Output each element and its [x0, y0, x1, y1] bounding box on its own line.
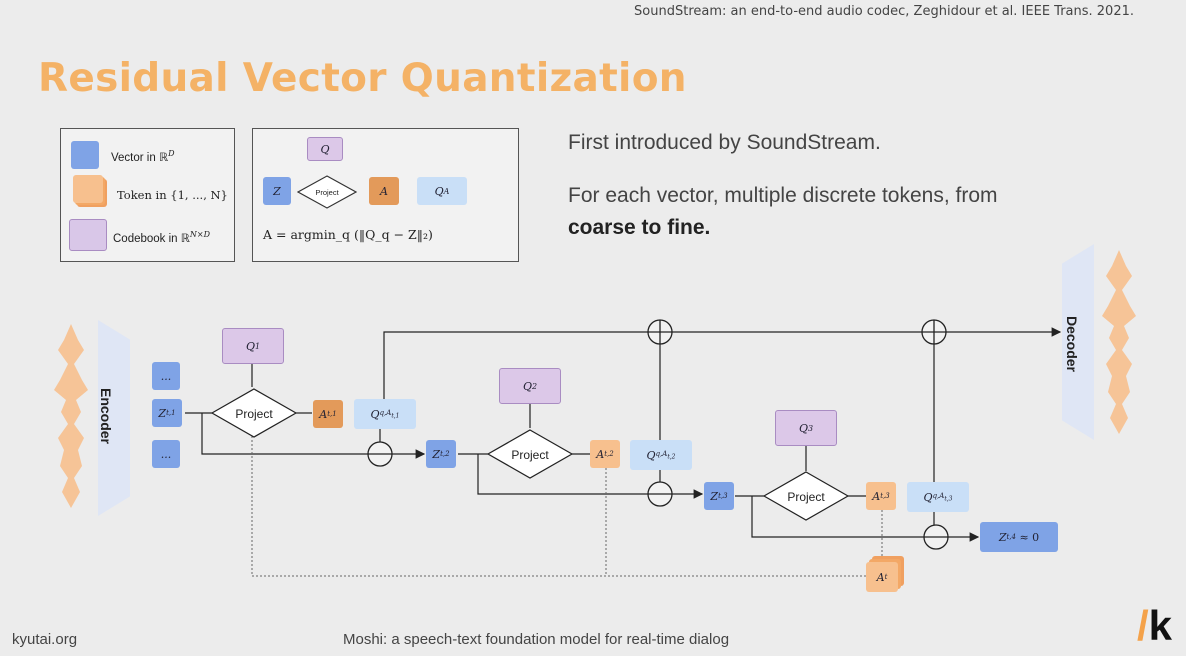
footer-caption: Moshi: a speech-text foundation model fo…	[343, 631, 730, 648]
vector-swatch	[71, 141, 99, 169]
intro-line: First introduced by SoundStream.	[568, 131, 881, 154]
encoder-block	[98, 320, 130, 516]
citation: SoundStream: an end-to-end audio codec, …	[634, 4, 1134, 19]
input-waveform	[54, 324, 88, 508]
output-waveform	[1102, 250, 1136, 434]
decoder-block	[1062, 244, 1094, 440]
project1-diamond	[210, 388, 298, 438]
key-project-text: Project	[315, 188, 339, 197]
slide-title: Residual Vector Quantization	[38, 56, 687, 101]
kyutai-logo: /k	[1136, 602, 1172, 649]
codebook-swatch	[69, 219, 107, 251]
description-emphasis: coarse to fine.	[568, 216, 711, 239]
qa1-to-sum1	[383, 331, 648, 400]
z2-to-subtract2	[477, 454, 648, 495]
legend-codebook-label: Codebook in ℝN×D	[113, 230, 211, 245]
key-project-diamond: Project	[297, 175, 357, 209]
project3-text: Project	[787, 490, 825, 504]
z3-to-subtract3	[751, 496, 924, 538]
a1-to-at-dotted	[251, 436, 866, 577]
description-line: For each vector, multiple discrete token…	[568, 184, 998, 207]
key-token: A	[369, 177, 399, 205]
key-vector: Z	[263, 177, 291, 205]
dots-bottom: ...	[152, 440, 180, 468]
project3-diamond	[762, 471, 850, 521]
key-formula: A = argmin_q (‖Q_q − Z‖₂)	[263, 227, 433, 242]
project2-diamond	[486, 429, 574, 479]
footer-site: kyutai.org	[12, 631, 78, 648]
legend-token-label: Token in {1, ..., N}	[117, 188, 228, 202]
z1-to-subtract1	[201, 413, 368, 455]
dots-top: ...	[152, 362, 180, 390]
key-codebook: Q	[307, 137, 343, 161]
token-swatch	[73, 175, 103, 203]
project2-text: Project	[511, 448, 549, 462]
legend-vector-label: Vector in ℝD	[111, 149, 175, 164]
legend-box: Vector in ℝD Token in {1, ..., N} Codebo…	[60, 128, 235, 262]
project1-text: Project	[235, 407, 273, 421]
